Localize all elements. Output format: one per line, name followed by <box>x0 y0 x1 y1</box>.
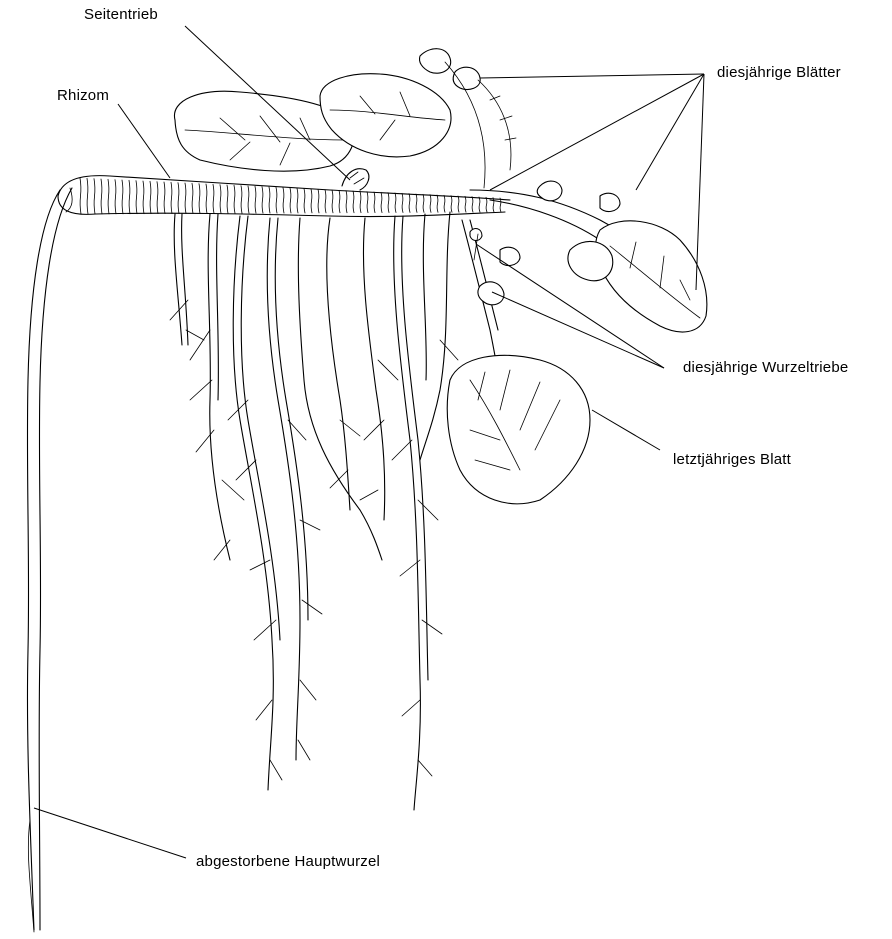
label-diesjaehrige-wurzeltriebe: diesjährige Wurzeltriebe <box>683 359 848 376</box>
label-abgestorbene-hauptwurzel: abgestorbene Hauptwurzel <box>196 853 380 870</box>
side-shoot <box>342 169 369 190</box>
main-root <box>27 188 72 932</box>
label-letztjaehriges-blatt: letztjähriges Blatt <box>673 451 791 468</box>
label-seitentrieb: Seitentrieb <box>84 6 158 23</box>
rhizome <box>58 176 510 217</box>
label-rhizom: Rhizom <box>57 87 109 104</box>
roots <box>170 212 458 810</box>
label-diesjaehrige-blaetter: diesjährige Blätter <box>717 64 841 81</box>
